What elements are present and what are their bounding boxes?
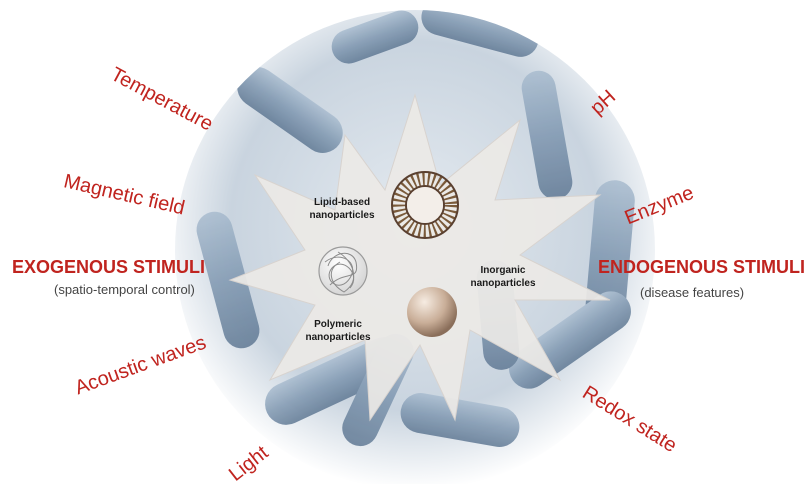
exogenous-heading: EXOGENOUS STIMULI (12, 257, 205, 278)
lipid-nanoparticles-label: Lipid-based nanoparticles (302, 196, 382, 222)
inorganic-sphere-graphic (407, 287, 457, 337)
polymeric-nanoparticles-label: Polymeric nanoparticles (298, 318, 378, 344)
exogenous-subtitle: (spatio-temporal control) (54, 282, 195, 297)
inorganic-nanoparticles-label: Inorganic nanoparticles (460, 264, 546, 290)
polymer-graphic (319, 247, 367, 295)
liposome-graphic (392, 172, 458, 238)
endogenous-heading: ENDOGENOUS STIMULI (598, 257, 805, 278)
endogenous-subtitle: (disease features) (640, 285, 744, 300)
